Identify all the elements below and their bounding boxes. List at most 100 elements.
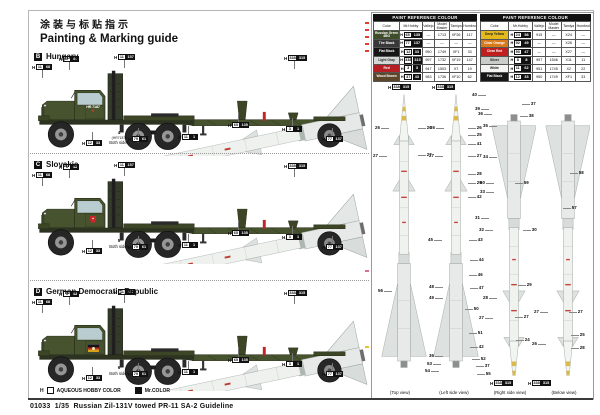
table-header-row: Color Mr.Hobby Vallejo Model Master Tami…: [479, 21, 591, 32]
paint-reference-table-2: PAINT REFERENCE COLOUR Color Mr.Hobby Va…: [479, 14, 591, 82]
red-star-icon: ★: [90, 108, 96, 113]
door-marking-hungary: HR 7187 ★: [81, 105, 105, 113]
part-callout: 27: [515, 314, 529, 319]
section-letter-badge: D: [34, 287, 42, 296]
part-callout: 27: [534, 309, 548, 314]
section-name: Slovakia: [46, 160, 79, 169]
part-callout: 32: [479, 227, 493, 232]
part-callout: 28: [468, 171, 482, 176]
part-callout: 36: [429, 353, 443, 358]
part-callout: 50: [465, 306, 479, 311]
kit-title: 01033 1/35 Russian Zil-131V towed PR-11 …: [30, 403, 234, 410]
part-callout: 38: [520, 113, 534, 118]
aqueous-box-icon: [46, 387, 54, 394]
part-callout: 57: [563, 205, 577, 210]
page-title-en: Painting & Marking guide: [40, 33, 179, 45]
view-label-below: (Below view): [551, 390, 577, 395]
part-callout: 29: [518, 282, 532, 287]
section-name: German Democratic Republic: [46, 287, 159, 296]
part-callout: 59: [515, 180, 529, 185]
section-divider: [30, 153, 369, 154]
section-title: C Slovakia: [34, 160, 78, 169]
mr-color-box-icon: [134, 387, 142, 394]
part-callout: 45: [428, 237, 442, 242]
part-callout: 37: [522, 101, 536, 106]
part-callout: 30: [523, 227, 537, 232]
section-letter-badge: B: [34, 52, 42, 61]
part-callout: 31: [475, 215, 489, 220]
color-legend: H AQUEOUS HOBBY COLOR Mr.COLOR: [40, 387, 170, 394]
section-letter-badge: C: [34, 160, 42, 169]
part-callout: 55: [477, 371, 491, 376]
part-callout: 27: [479, 315, 493, 320]
part-callout: 26: [468, 125, 482, 130]
part-callout: 27: [373, 153, 387, 158]
part-callout: 26: [430, 125, 444, 130]
view-label-right: (Right side view): [493, 390, 527, 395]
page-header: 涂装与标贴指示 Painting & Marking guide: [40, 16, 178, 45]
part-callout: 39: [475, 106, 489, 111]
page-title-cn: 涂装与标贴指示: [40, 20, 131, 31]
part-callout: 48: [429, 284, 443, 289]
door-plate-text: HR 7187: [86, 105, 100, 109]
part-callout: 40: [472, 92, 486, 97]
part-callout: 53: [427, 361, 441, 366]
section-title: D German Democratic Republic: [34, 287, 158, 296]
right-panel: PAINT REFERENCE COLOUR Color Mr.Hobby Va…: [371, 12, 594, 399]
footer-rule: [28, 398, 593, 400]
part-callout: 27: [468, 153, 482, 158]
part-callout: 28: [571, 345, 585, 350]
section-divider: [30, 280, 369, 281]
section-title: B Hungary: [34, 52, 78, 61]
table-title: PAINT REFERENCE COLOUR: [373, 14, 477, 22]
part-callout: 52: [472, 356, 486, 361]
part-callout: 60: [480, 180, 494, 185]
table-title: PAINT REFERENCE COLOUR: [480, 14, 591, 22]
aqueous-h-prefix: H: [40, 387, 44, 394]
part-callout: 47: [470, 285, 484, 290]
part-callout: 51: [469, 330, 483, 335]
section-name: Hungary: [46, 52, 79, 61]
part-callout: 34: [483, 154, 497, 159]
mr-color-label: Mr.COLOR: [144, 387, 170, 394]
part-callout: 33: [480, 189, 494, 194]
part-callout: 56: [378, 288, 392, 293]
view-label-left: (Left side view): [439, 390, 469, 395]
part-callout: 28: [483, 295, 497, 300]
part-callout: 46: [469, 272, 483, 277]
